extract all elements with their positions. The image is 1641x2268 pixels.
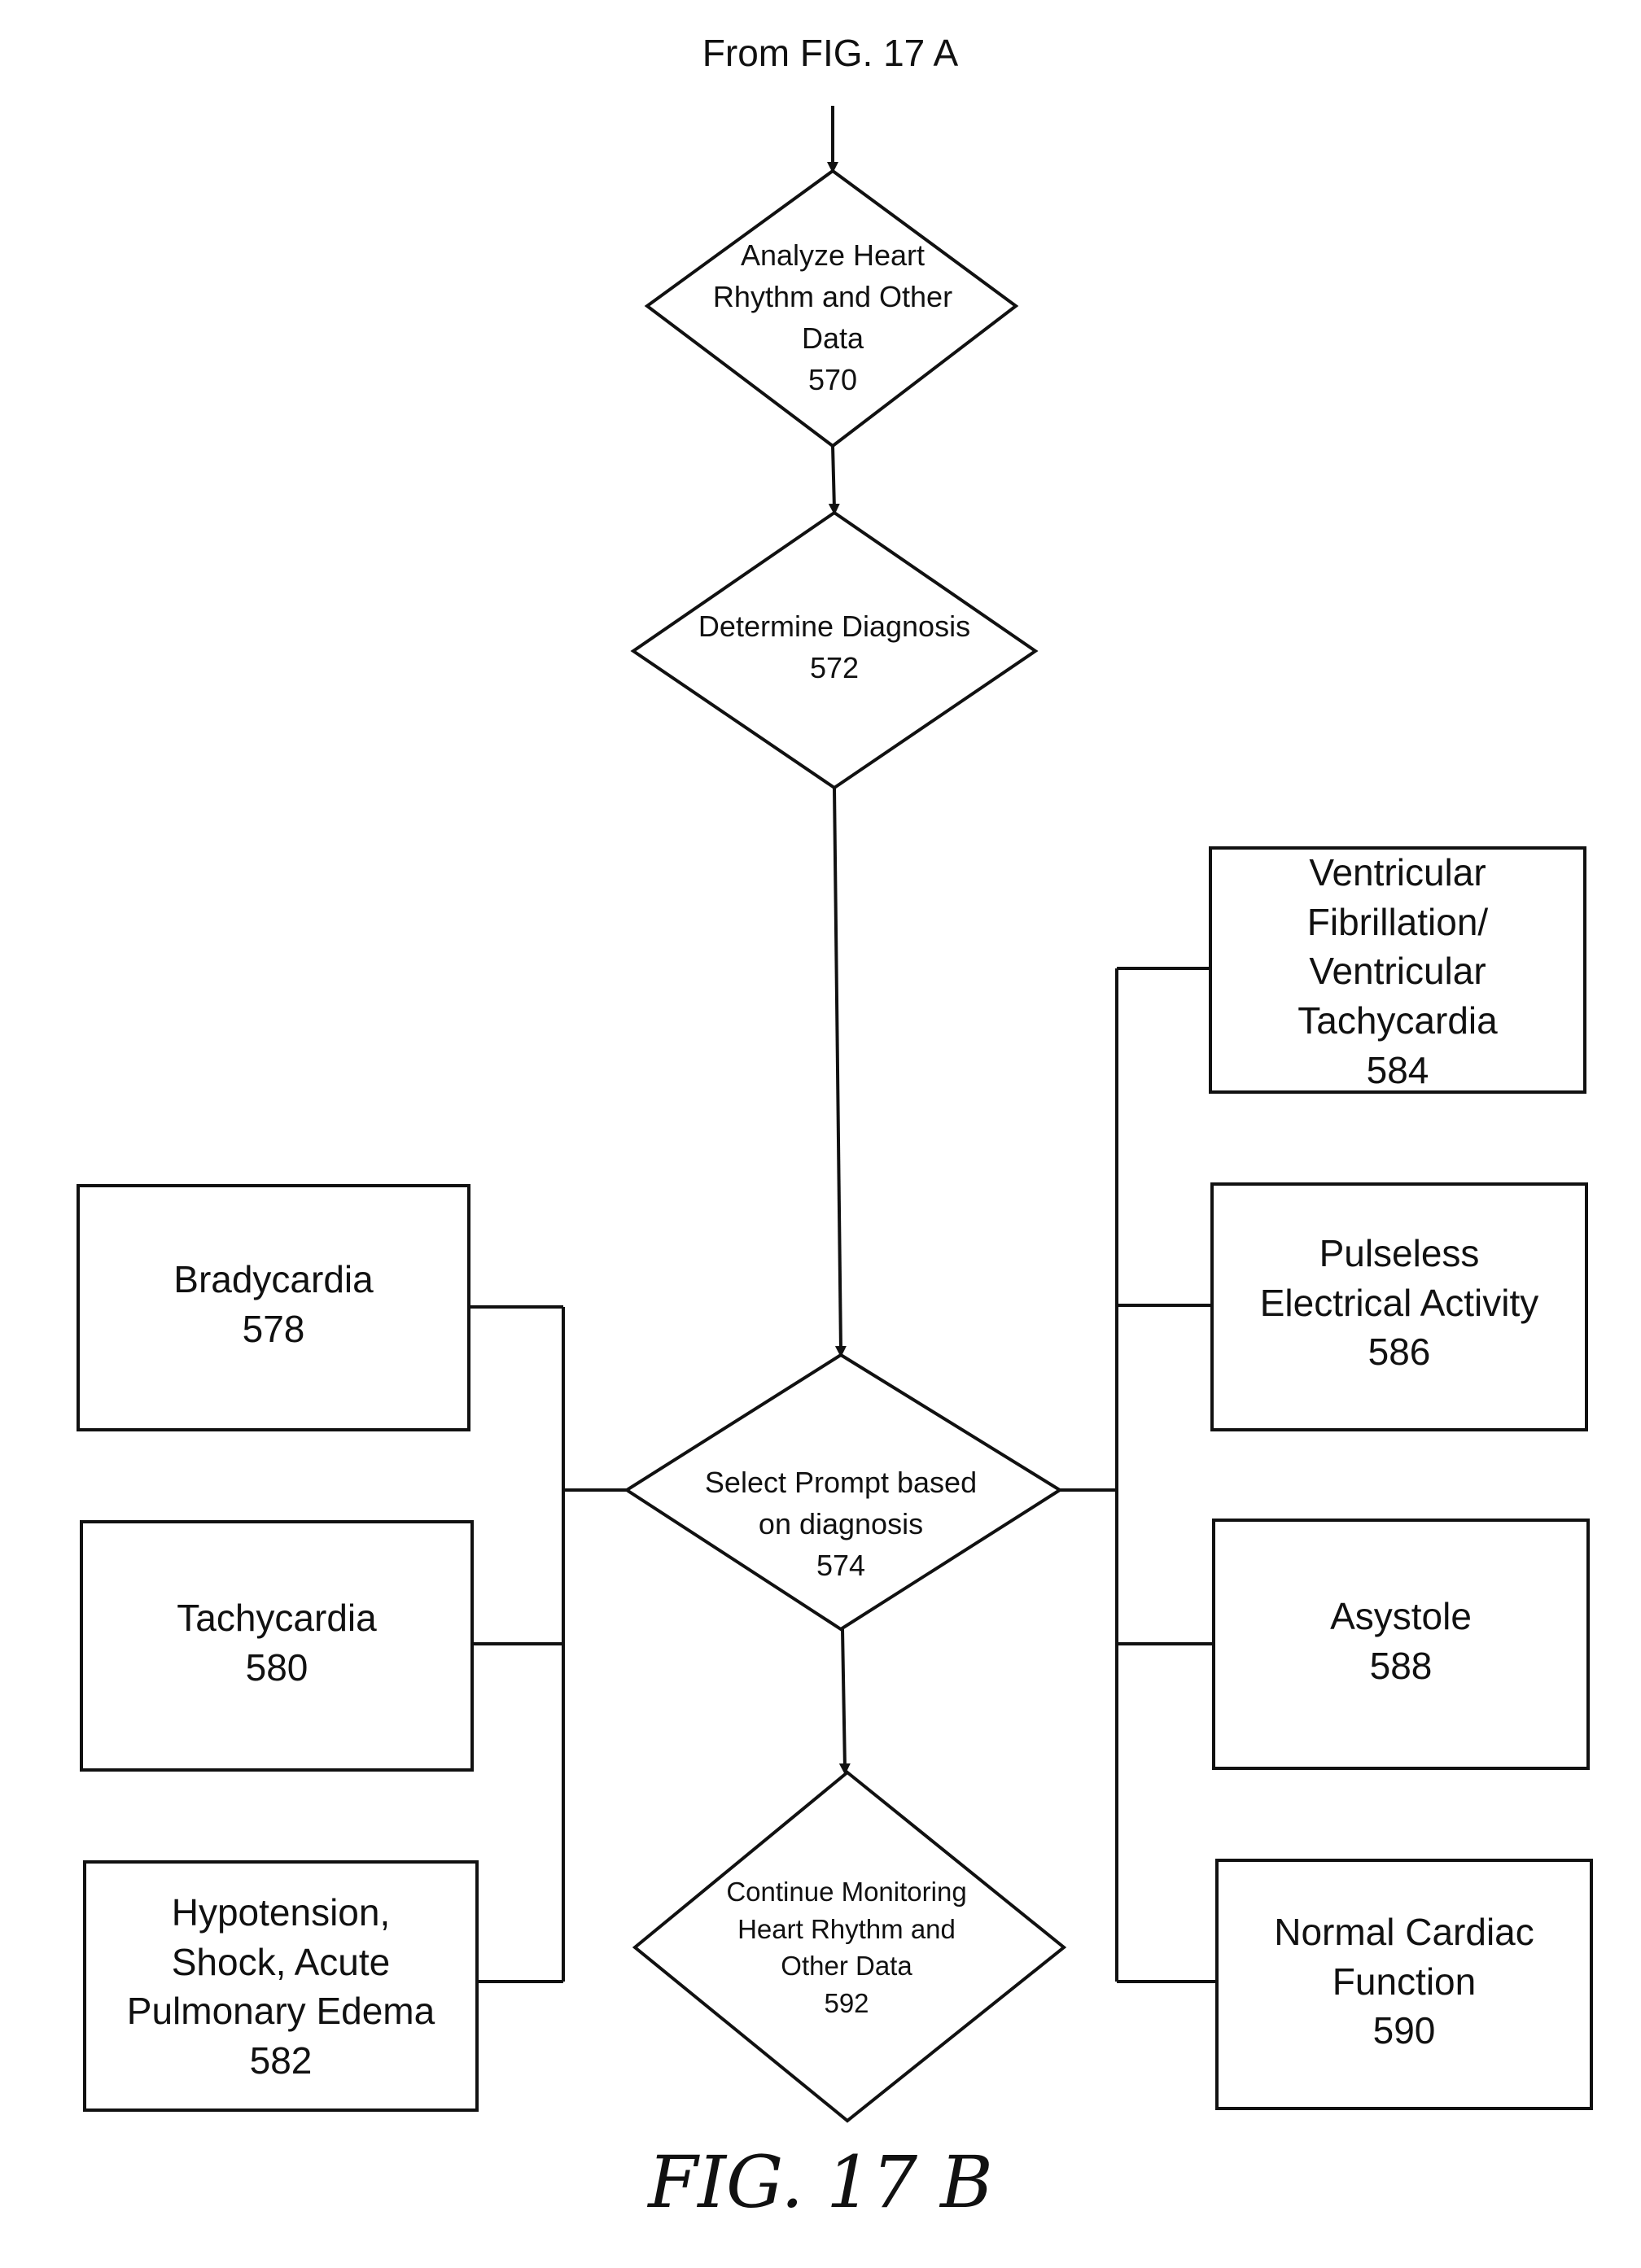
from-fig-label: From FIG. 17 A	[635, 31, 1026, 75]
vfib-label: Ventricular Fibrillation/ Ventricular Ta…	[1210, 848, 1585, 1095]
arrow-analyze-to-determine	[833, 446, 834, 509]
figure-caption: FIG. 17 B	[0, 2140, 1641, 2224]
continue-label: Continue Monitoring Heart Rhythm and Oth…	[700, 1873, 993, 2021]
tachycardia-label: Tachycardia 580	[81, 1593, 472, 1692]
arrow-determine-to-select	[834, 788, 841, 1352]
determine-label: Determine Diagnosis 572	[655, 605, 1013, 688]
hypotension-label: Hypotension, Shock, Acute Pulmonary Edem…	[85, 1888, 477, 2086]
select-label: Select Prompt based on diagnosis 574	[670, 1462, 1012, 1586]
analyze-label: Analyze Heart Rhythm and Other Data 570	[670, 234, 996, 400]
bradycardia-label: Bradycardia 578	[78, 1255, 469, 1353]
pea-label: Pulseless Electrical Activity 586	[1212, 1229, 1586, 1377]
arrow-select-to-continue	[842, 1629, 845, 1769]
normal-label: Normal Cardiac Function 590	[1217, 1907, 1591, 2056]
asystole-label: Asystole 588	[1214, 1592, 1588, 1690]
